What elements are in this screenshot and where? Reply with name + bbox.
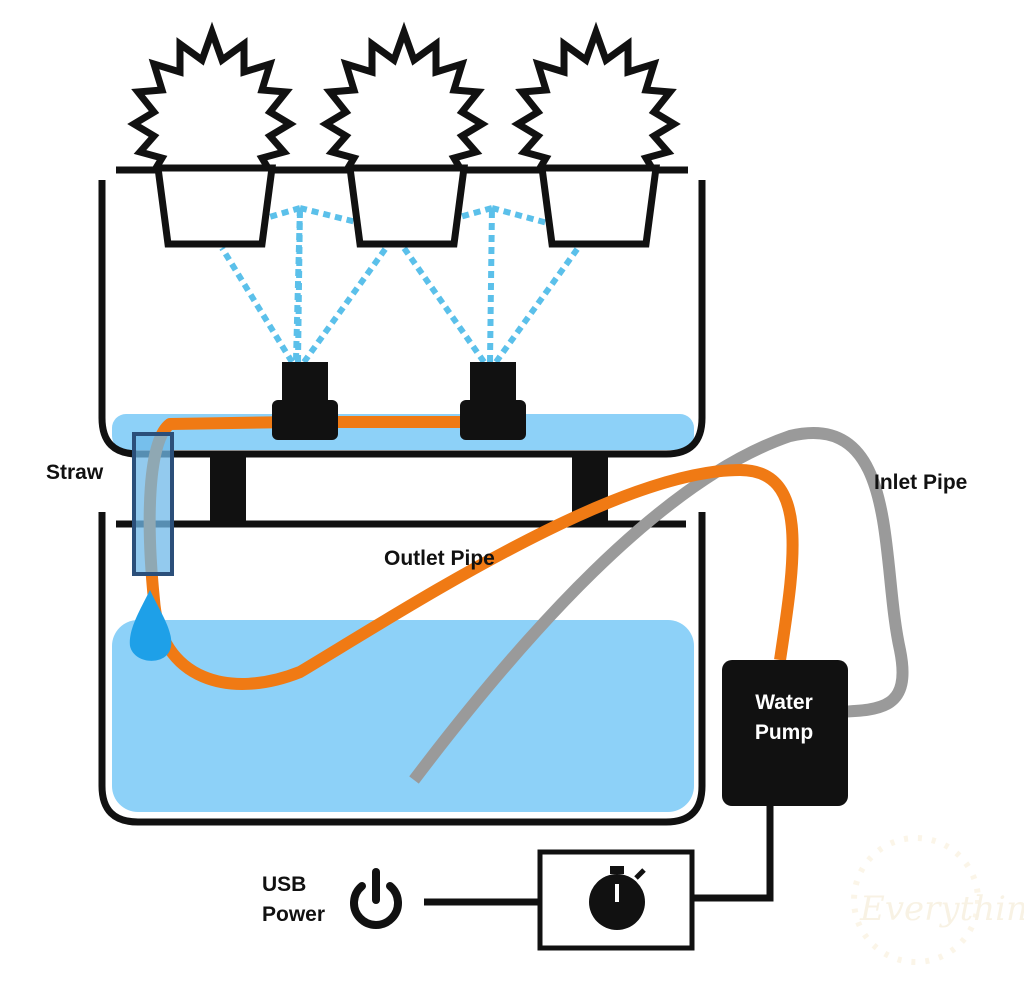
spray-nozzle-1	[272, 362, 338, 440]
water-pump	[722, 660, 848, 806]
label-water-pump: Water Pump	[722, 688, 846, 748]
label-straw: Straw	[46, 461, 104, 484]
spray-nozzle-2	[460, 362, 526, 440]
power-cord	[694, 806, 774, 902]
reservoir-water	[112, 620, 694, 812]
watermark-text: Everything	[859, 889, 1024, 929]
stopwatch-icon	[589, 866, 646, 930]
inlet-pipe	[409, 427, 909, 784]
label-usb-power-line1: USB	[262, 873, 307, 896]
watermark-logo: Everything	[851, 835, 1024, 965]
plant-2	[319, 21, 489, 248]
water-drop	[129, 590, 172, 661]
label-outlet-pipe: Outlet Pipe	[384, 547, 495, 570]
label-usb-power: USB Power	[262, 870, 325, 930]
upper-tray	[98, 180, 706, 458]
plant-3	[511, 21, 681, 248]
power-icon	[350, 868, 402, 929]
support-leg-left	[210, 454, 246, 524]
label-inlet-pipe: Inlet Pipe	[874, 471, 968, 494]
lower-reservoir	[98, 512, 706, 826]
label-usb-power-line2: Power	[262, 903, 326, 926]
plant-1	[127, 21, 297, 248]
straw	[132, 432, 174, 576]
label-water-pump-line2: Pump	[754, 721, 814, 744]
label-water-pump-line1: Water	[755, 691, 813, 714]
